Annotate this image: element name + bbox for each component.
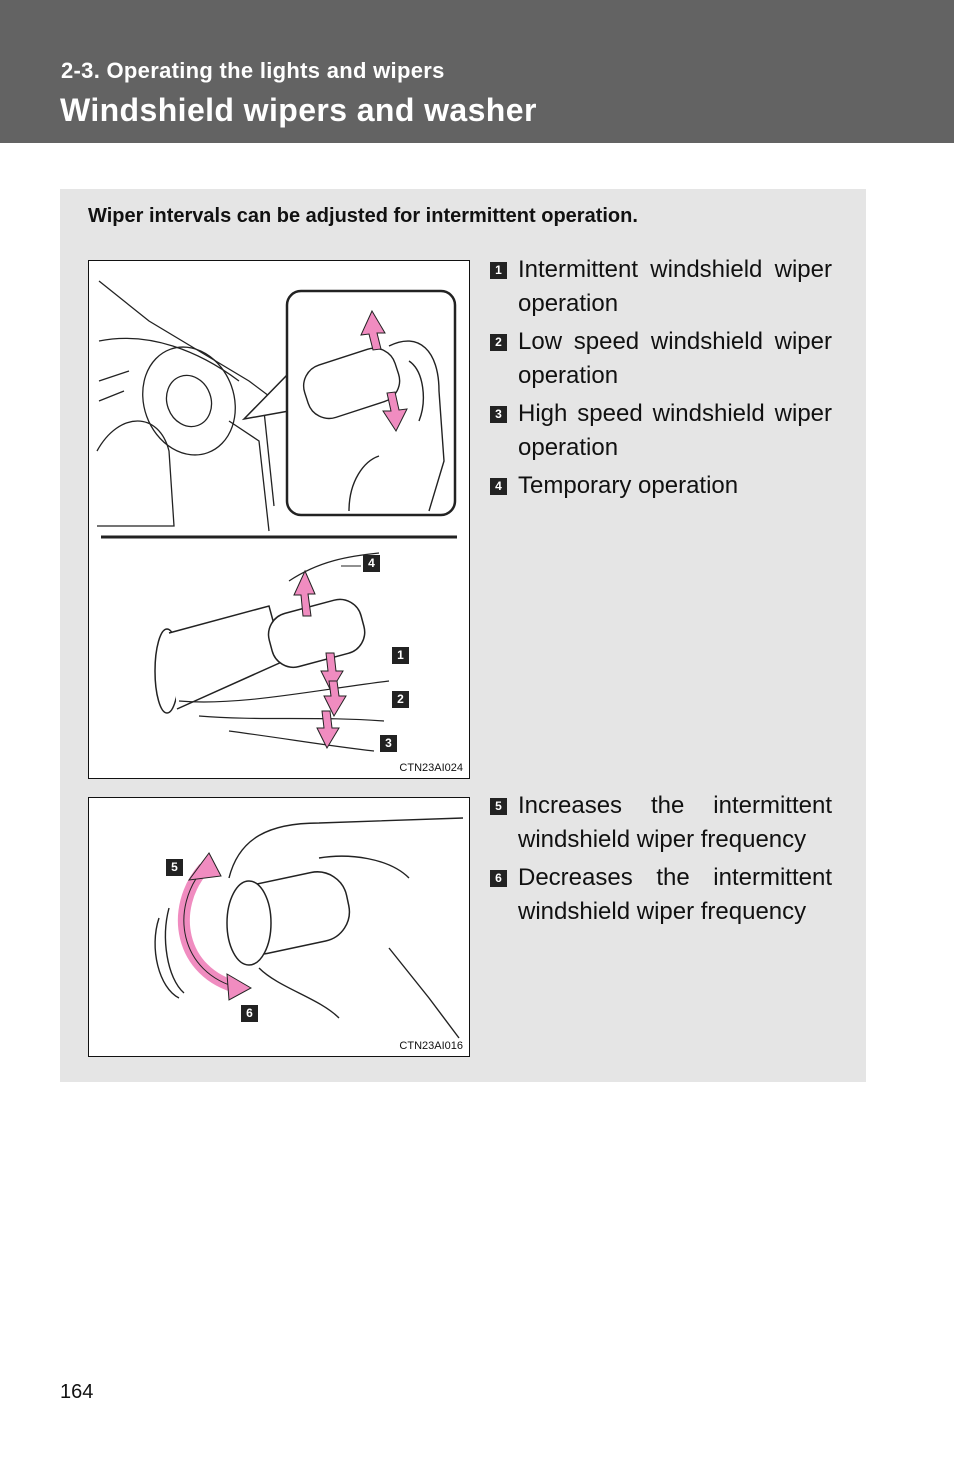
list-item: 1 Intermittent windshield wiper operatio…: [490, 253, 832, 321]
section-title: 2-3. Operating the lights and wipers: [61, 58, 445, 83]
list-item: 4 Temporary operation: [490, 469, 832, 503]
callout-1: 1: [392, 647, 409, 664]
wiper-mode-list: 1 Intermittent windshield wiper operatio…: [490, 253, 832, 507]
intro-text: Wiper intervals can be adjusted for inte…: [88, 205, 638, 227]
wiper-lever-illustration: [96, 280, 457, 752]
figure-code: CTN23AI016: [399, 1040, 463, 1052]
interval-ring-figure: 5 6 CTN23AI016: [88, 797, 470, 1057]
callout-2: 2: [392, 691, 409, 708]
list-item: 3 High speed windshield wiper operation: [490, 397, 832, 465]
callout-4: 4: [363, 555, 380, 572]
item-number: 4: [490, 478, 507, 495]
list-item: 6 Decreases the intermittent windshield …: [490, 861, 832, 929]
wiper-lever-figure: 4 1 2 3 CTN23AI024: [88, 260, 470, 779]
callout-3: 3: [380, 735, 397, 752]
item-number: 3: [490, 406, 507, 423]
item-text: Temporary operation: [518, 472, 739, 499]
content-panel: Wiper intervals can be adjusted for inte…: [60, 189, 866, 1082]
item-text: High speed windshield wiper operation: [518, 400, 832, 461]
item-text: Intermittent windshield wiper operation: [518, 256, 832, 317]
item-text: Increases the intermittent windshield wi…: [518, 792, 832, 853]
figure-code: CTN23AI024: [399, 762, 463, 774]
interval-ring-illustration: [154, 817, 464, 1039]
callout-6: 6: [241, 1005, 258, 1022]
item-number: 6: [490, 870, 507, 887]
interval-adjust-list: 5 Increases the intermittent windshield …: [490, 789, 832, 933]
page-title: Windshield wipers and washer: [60, 92, 537, 128]
item-number: 1: [490, 262, 507, 279]
item-text: Low speed windshield wiper operation: [518, 328, 832, 389]
item-text: Decreases the intermittent windshield wi…: [518, 864, 832, 925]
list-item: 5 Increases the intermittent windshield …: [490, 789, 832, 857]
callout-5: 5: [166, 859, 183, 876]
item-number: 2: [490, 334, 507, 351]
list-item: 2 Low speed windshield wiper operation: [490, 325, 832, 393]
item-number: 5: [490, 798, 507, 815]
chapter-header: 2-3. Operating the lights and wipers Win…: [0, 0, 954, 143]
page-number: 164: [60, 1381, 94, 1403]
